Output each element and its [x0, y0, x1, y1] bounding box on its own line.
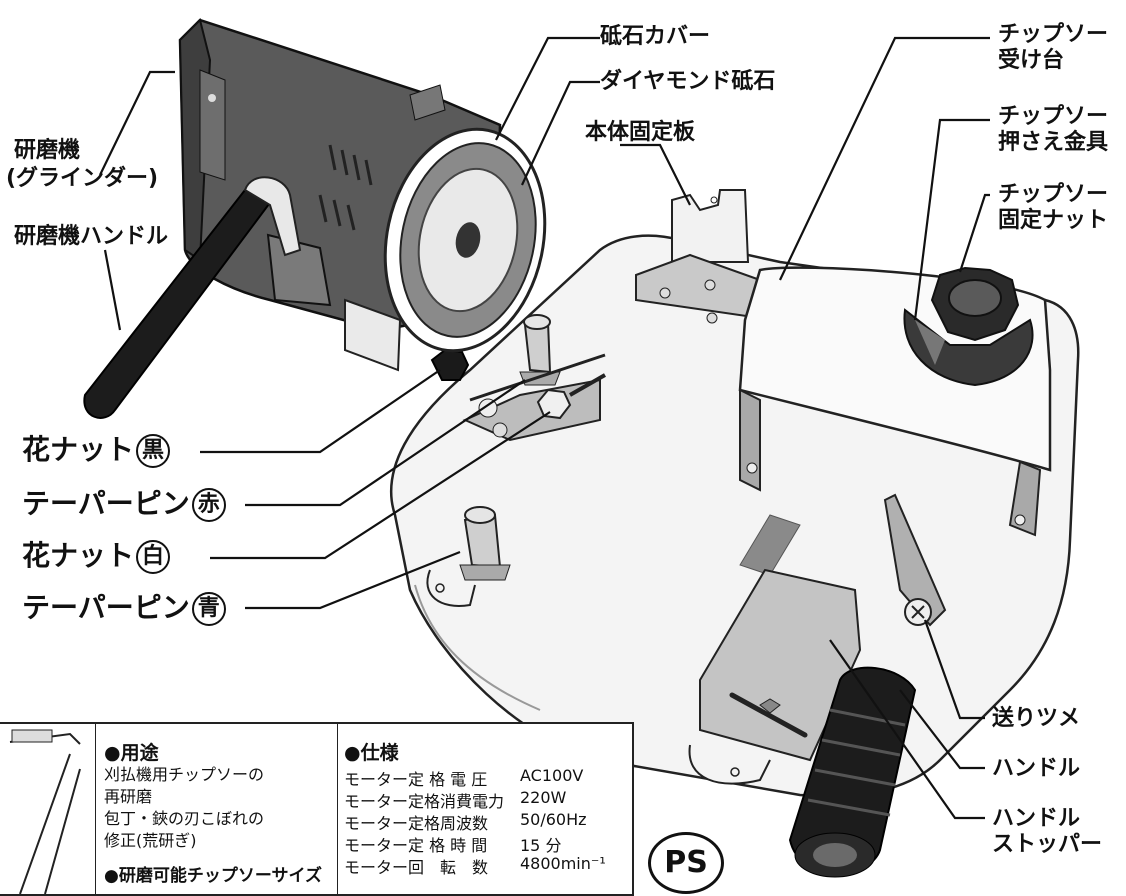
label-chipsaw-stand-line1: チップソー: [998, 22, 1109, 47]
feed-claw-part: [883, 493, 947, 627]
spec-row-value: 4800min⁻¹: [520, 854, 606, 873]
spec-panel: ●用途 刈払機用チップソーの 再研磨 包丁・鋏の刃こぼれの 修正(荒研ぎ) ●研…: [0, 722, 634, 896]
label-handle-stopper-line2: ストッパー: [992, 832, 1103, 857]
spec-divider-1: [95, 724, 96, 894]
spec-row-value: 220W: [520, 788, 567, 807]
usage-heading: ●用途: [104, 742, 159, 764]
label-taper-pin-red: テーパーピン赤: [22, 488, 226, 522]
label-chipsaw-clamp-line2: 押さえ金具: [998, 130, 1109, 155]
chipsaw-size-heading: ●研磨可能チップソーサイズ: [104, 866, 322, 886]
usage-line-3: 包丁・鋏の刃こぼれの: [104, 809, 265, 828]
taper-pin-red-part: [519, 314, 561, 386]
taper-pin-blue-part: [459, 506, 511, 581]
spec-row-label: モーター回 転 数: [344, 858, 489, 877]
usage-line-4: 修正(荒研ぎ): [104, 831, 197, 850]
label-taper-pin-blue: テーパーピン青: [22, 592, 226, 626]
chipsaw-fixing-nut: [930, 266, 1020, 342]
color-mark-red: 赤: [191, 488, 226, 522]
label-grinding-wheel-cover: 砥石カバー: [600, 24, 711, 49]
label-chipsaw-stand-line2: 受け台: [998, 48, 1065, 73]
spec-row-label: モーター定格周波数: [344, 814, 489, 833]
spec-row-value: AC100V: [520, 766, 584, 785]
label-handle: ハンドル: [992, 756, 1081, 781]
usage-line-1: 刈払機用チップソーの: [104, 765, 265, 784]
leader-lines: [99, 36, 990, 820]
handle-grip: [788, 666, 917, 878]
label-diamond-wheel: ダイヤモンド砥石: [600, 69, 776, 94]
label-chipsaw-clamp-line1: チップソー: [998, 104, 1109, 129]
label-chipsaw-nut-line1: チップソー: [998, 182, 1109, 207]
body-fixing-plate: [635, 189, 761, 324]
label-grinder: 研磨機: [14, 138, 81, 163]
flower-nut-black-part: [430, 348, 470, 381]
taper-pin-blue-text: テーパーピン: [22, 591, 190, 624]
label-flower-nut-white: 花ナット白: [22, 539, 171, 574]
label-body-fixing-plate: 本体固定板: [585, 120, 696, 145]
spec-row-label: モーター定格消費電力: [344, 792, 505, 811]
label-handle-stopper-line1: ハンドル: [992, 806, 1081, 831]
spec-row-label: モーター定 格 時 間: [344, 836, 488, 855]
color-mark-black: 黒: [136, 434, 171, 468]
spec-divider-2: [337, 724, 338, 894]
grinder-handle-part: [83, 176, 302, 419]
spec-row-value: 50/60Hz: [520, 810, 587, 829]
usage-line-2: 再研磨: [104, 787, 153, 806]
spec-row-label: モーター定 格 電 圧: [344, 770, 488, 789]
chipsaw-clamp-fitting: [903, 308, 1034, 387]
label-feed-claw: 送りツメ: [992, 706, 1081, 731]
flower-nut-white-text: 花ナット: [22, 539, 135, 572]
ps-certification-mark: PS: [648, 832, 724, 894]
chipsaw-sketch-icon: [9, 729, 81, 894]
taper-pin-red-text: テーパーピン: [22, 487, 190, 520]
diamond-wheel-part: [399, 142, 537, 338]
color-mark-blue: 青: [191, 592, 226, 626]
color-mark-white: 白: [136, 540, 171, 574]
label-grinder-handle: 研磨機ハンドル: [14, 224, 169, 249]
flower-nut-black-text: 花ナット: [22, 433, 135, 466]
label-grinder-sub: (グラインダー): [6, 166, 159, 191]
spec-heading: ●仕様: [344, 742, 399, 764]
label-chipsaw-nut-line2: 固定ナット: [998, 208, 1109, 233]
handle-stopper-part: [699, 568, 862, 762]
spec-row-value: 15 分: [520, 836, 562, 855]
label-flower-nut-black: 花ナット黒: [22, 433, 171, 468]
